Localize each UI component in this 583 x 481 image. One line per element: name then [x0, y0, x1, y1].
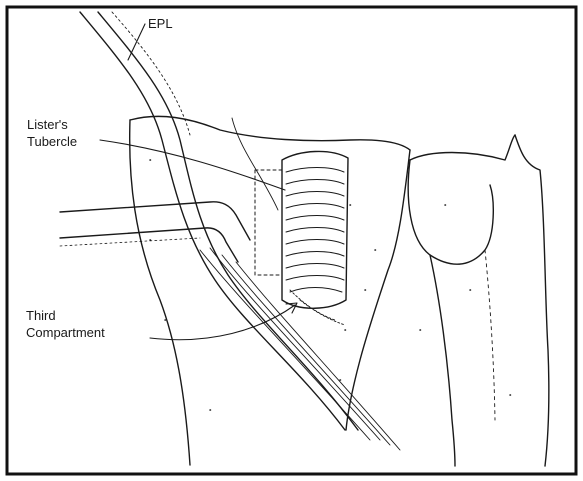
figure-frame: [7, 7, 576, 474]
epl-tendon: [80, 12, 358, 430]
stipple-texture: [150, 160, 511, 410]
listers-tubercle-label: Lister's Tubercle: [27, 116, 77, 150]
ulna-bone: [408, 135, 549, 466]
third-compartment-label: Third Compartment: [26, 307, 105, 341]
listers-tubercle: [255, 151, 348, 308]
third-compartment-label-line2: Compartment: [26, 324, 105, 341]
listers-tubercle-label-line1: Lister's: [27, 116, 77, 133]
listers-tubercle-label-line2: Tubercle: [27, 133, 77, 150]
epl-leader-line: [128, 24, 145, 60]
third-compartment-label-line1: Third: [26, 307, 105, 324]
listers-tubercle-leader-line: [100, 140, 285, 190]
retractor: [60, 202, 250, 262]
epl-label: EPL: [148, 15, 173, 32]
